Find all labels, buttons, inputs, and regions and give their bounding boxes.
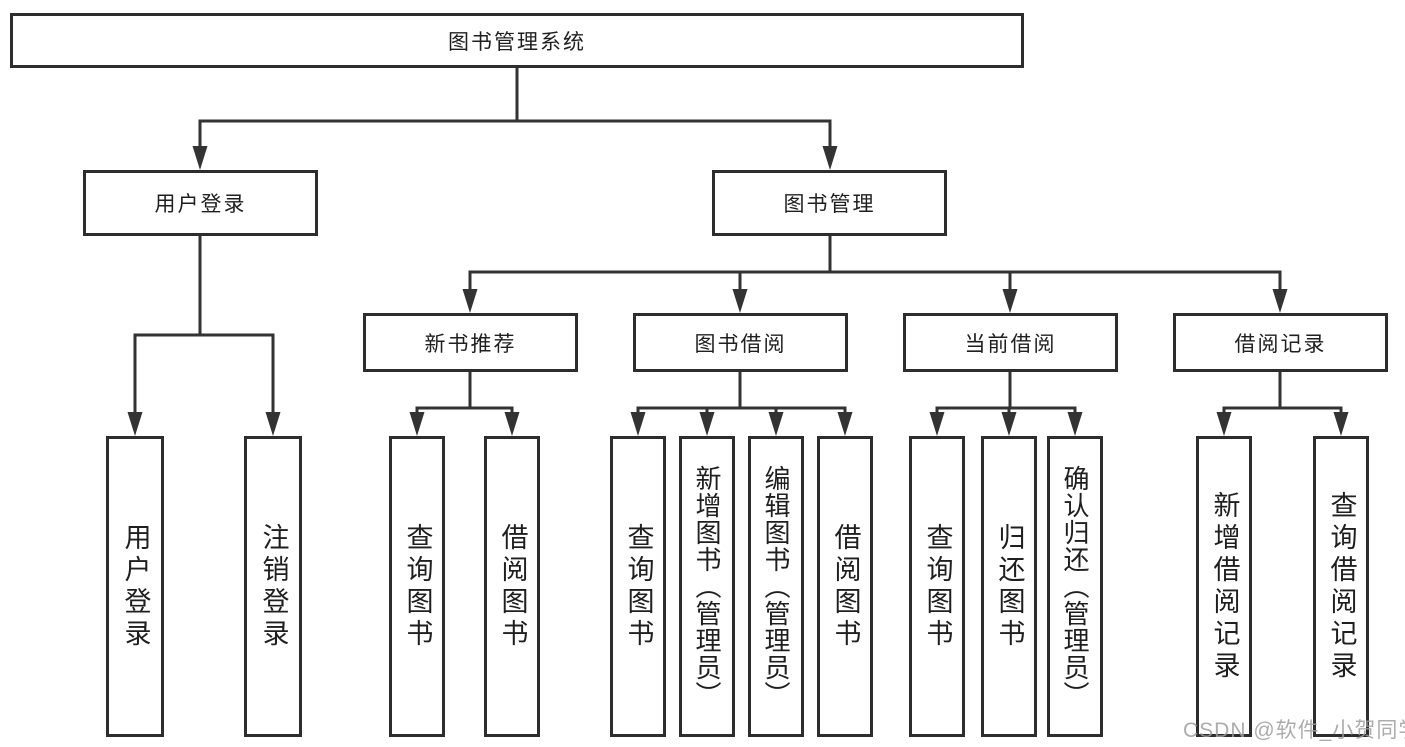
node-leaf-borrow-books-recommend: 借阅图书 [484,436,540,737]
node-borrow-records: 借阅记录 [1173,313,1388,372]
node-new-book-recommend: 新书推荐 [363,313,578,372]
csdn-watermark: CSDN @软件_小贺同学 [1183,719,1405,742]
node-leaf-borrow-books: 借阅图书 [817,436,873,737]
node-leaf-query-current: 查询图书 [909,436,965,737]
node-book-borrow: 图书借阅 [633,313,848,372]
node-leaf-edit-books-admin: 编辑图书（管理员） [748,436,804,737]
node-leaf-query-books-recommend: 查询图书 [389,436,445,737]
node-root-system: 图书管理系统 [10,13,1024,68]
node-leaf-query-borrow-record: 查询借阅记录 [1313,436,1369,737]
node-current-borrow: 当前借阅 [903,313,1118,372]
node-leaf-add-borrow-record: 新增借阅记录 [1196,436,1252,737]
node-leaf-logout: 注销登录 [244,436,302,737]
node-book-management: 图书管理 [712,170,947,236]
node-user-login: 用户登录 [83,170,318,236]
node-leaf-add-books-admin: 新增图书（管理员） [679,436,735,737]
node-leaf-user-login: 用户登录 [106,436,164,737]
node-leaf-confirm-return-admin: 确认归还（管理员） [1047,436,1103,737]
node-leaf-return-books: 归还图书 [981,436,1037,737]
node-leaf-query-books: 查询图书 [610,436,666,737]
